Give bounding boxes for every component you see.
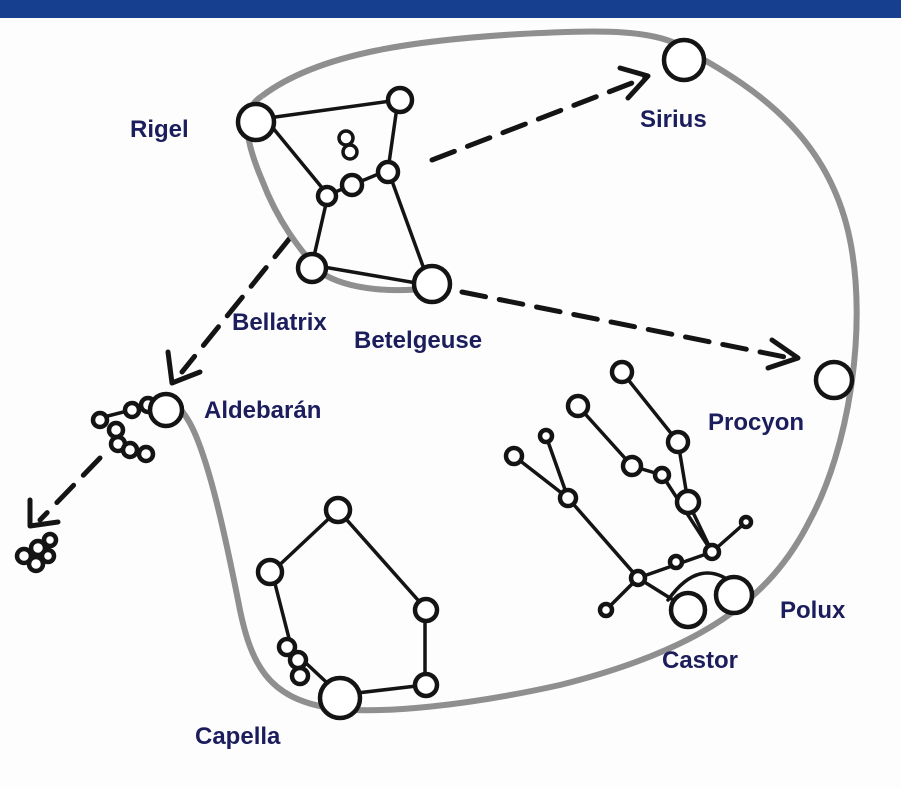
label-polux: Polux (780, 597, 846, 624)
auriga-kid-star-3 (292, 668, 308, 684)
label-procyon: Procyon (708, 409, 804, 436)
label-sirius: Sirius (640, 106, 707, 133)
gemini-constellation (506, 362, 751, 616)
gemini-star-6 (655, 468, 669, 482)
arrow-to-pleiades (40, 458, 100, 520)
orion-nebula-squiggle (339, 131, 357, 159)
gemini-star-14 (670, 556, 682, 568)
auriga-star-right (415, 599, 437, 621)
gemini-star-1 (612, 362, 632, 382)
gemini-star-5 (623, 457, 641, 475)
gemini-star-2 (668, 432, 688, 452)
gemini-star-8 (540, 430, 552, 442)
gemini-star-13 (600, 604, 612, 616)
pleiades-cluster (17, 534, 56, 571)
star-bellatrix (298, 254, 326, 282)
auriga-star-bottom-right (415, 674, 437, 696)
orion-belt-star-2 (342, 175, 362, 195)
orion-belt-star-1 (318, 187, 336, 205)
label-aldebaran: Aldebarán (204, 397, 321, 424)
star-castor (671, 593, 705, 627)
arrow-to-aldebaran (182, 238, 290, 372)
orion-star-shoulder (388, 88, 412, 112)
gemini-star-10 (705, 545, 719, 559)
star-capella (320, 678, 360, 718)
gemini-star-12 (631, 571, 645, 585)
label-castor: Castor (662, 647, 738, 674)
gemini-star-4 (568, 396, 588, 416)
star-polux (716, 577, 752, 613)
label-rigel: Rigel (130, 116, 189, 143)
arrow-to-sirius (432, 78, 645, 160)
gemini-star-7 (506, 448, 522, 464)
auriga-constellation (258, 498, 437, 696)
auriga-star-top (326, 498, 350, 522)
gemini-star-11 (741, 517, 751, 527)
star-procyon (816, 362, 852, 398)
star-aldebaran (150, 394, 182, 426)
orion-constellation (268, 88, 428, 285)
label-bellatrix: Bellatrix (232, 309, 327, 336)
auriga-star-left (258, 560, 282, 584)
star-sirius (664, 40, 704, 80)
gemini-star-9 (560, 490, 576, 506)
gemini-star-3 (677, 491, 699, 513)
orion-belt-star-3 (378, 162, 398, 182)
star-betelgeuse (414, 266, 450, 302)
label-betelgeuse: Betelgeuse (354, 327, 482, 354)
auriga-kid-star-2 (290, 652, 306, 668)
arrow-to-procyon (462, 292, 790, 358)
star-rigel (238, 104, 274, 140)
label-capella: Capella (195, 723, 281, 750)
